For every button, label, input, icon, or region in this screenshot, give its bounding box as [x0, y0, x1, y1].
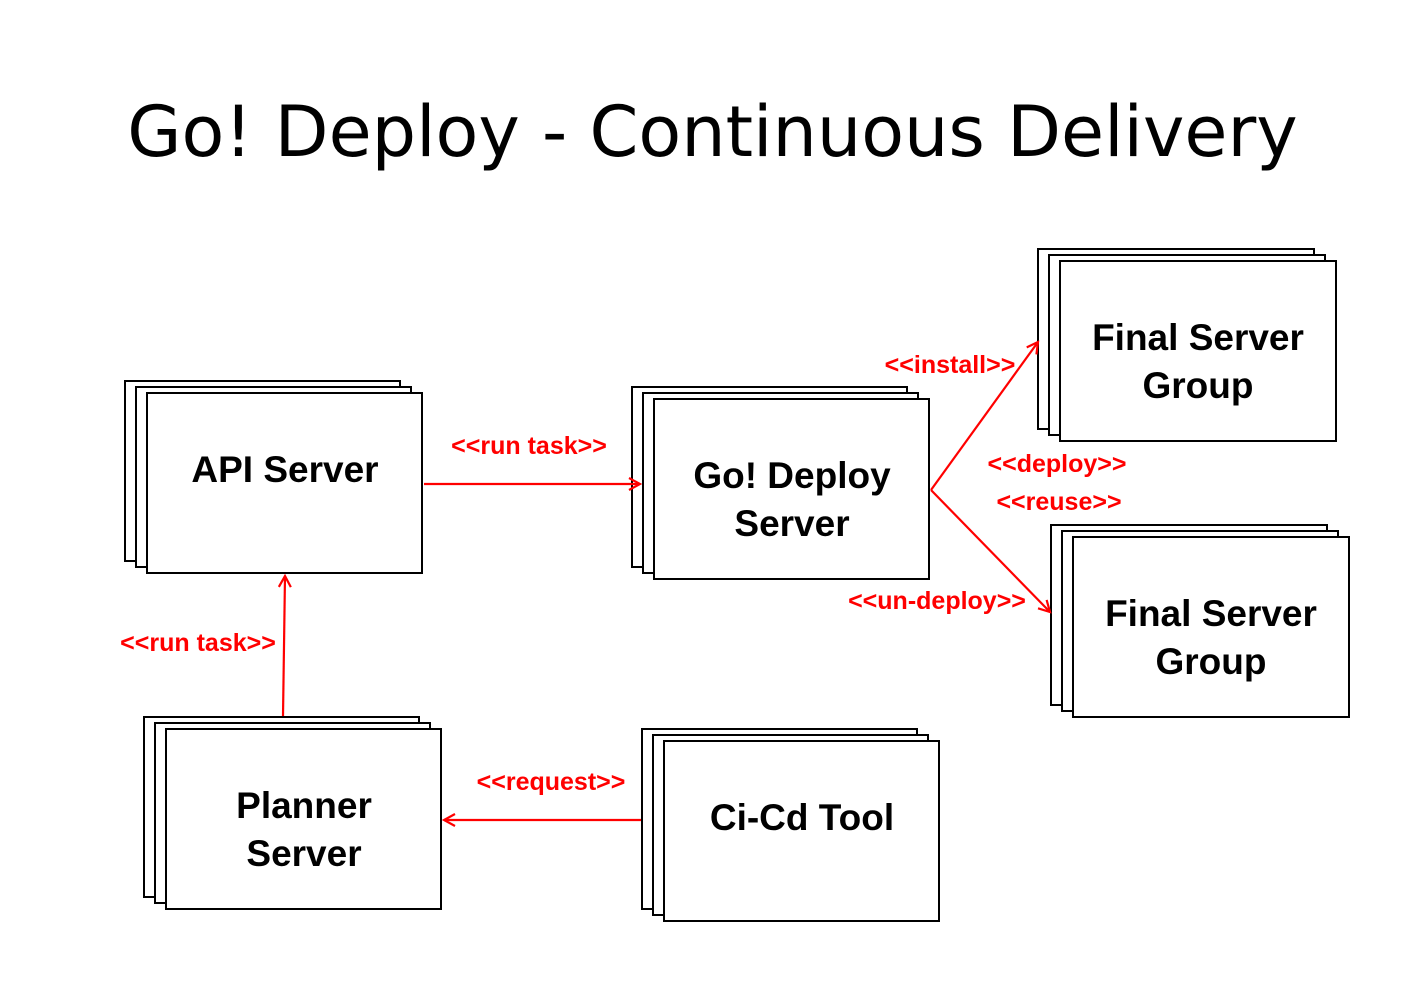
final-server-group-1-label-line2: Group: [1143, 365, 1254, 406]
planner-server-label-line2: Server: [246, 833, 361, 874]
edge-label-deploy: <<deploy>>: [988, 450, 1127, 478]
api-server-node[interactable]: API Server: [124, 380, 423, 574]
edge-label-un-deploy: <<un-deploy>>: [848, 587, 1026, 615]
edge-label-install: <<install>>: [885, 351, 1016, 379]
edge-deploy-to-final-group-2: [930, 489, 1050, 612]
go-deploy-server-label-line2: Server: [734, 503, 849, 544]
final-server-group-2-label-line1: Final Server: [1105, 593, 1317, 634]
final-server-group-node-1[interactable]: Final Server Group: [1037, 248, 1337, 442]
final-server-group-node-2[interactable]: Final Server Group: [1050, 524, 1350, 718]
api-server-label: API Server: [191, 449, 378, 490]
edge-label-planner-run-task: <<run task>>: [120, 629, 276, 657]
edge-planner-to-api: [283, 576, 285, 717]
planner-server-node[interactable]: Planner Server: [143, 716, 442, 910]
edge-label-request: <<request>>: [477, 768, 626, 796]
final-server-group-2-label-line2: Group: [1156, 641, 1267, 682]
ci-cd-tool-label: Ci-Cd Tool: [710, 797, 894, 838]
final-server-group-1-label-line1: Final Server: [1092, 317, 1304, 358]
edge-label-reuse: <<reuse>>: [996, 488, 1121, 516]
edge-deploy-to-final-group-1: [930, 342, 1038, 491]
go-deploy-server-node[interactable]: Go! Deploy Server: [631, 386, 930, 580]
ci-cd-tool-node[interactable]: Ci-Cd Tool: [641, 728, 940, 922]
diagram-title: Go! Deploy - Continuous Delivery: [127, 91, 1298, 173]
go-deploy-server-label-line1: Go! Deploy: [693, 455, 891, 496]
edge-label-api-run-task: <<run task>>: [451, 432, 607, 460]
planner-server-label-line1: Planner: [236, 785, 372, 826]
